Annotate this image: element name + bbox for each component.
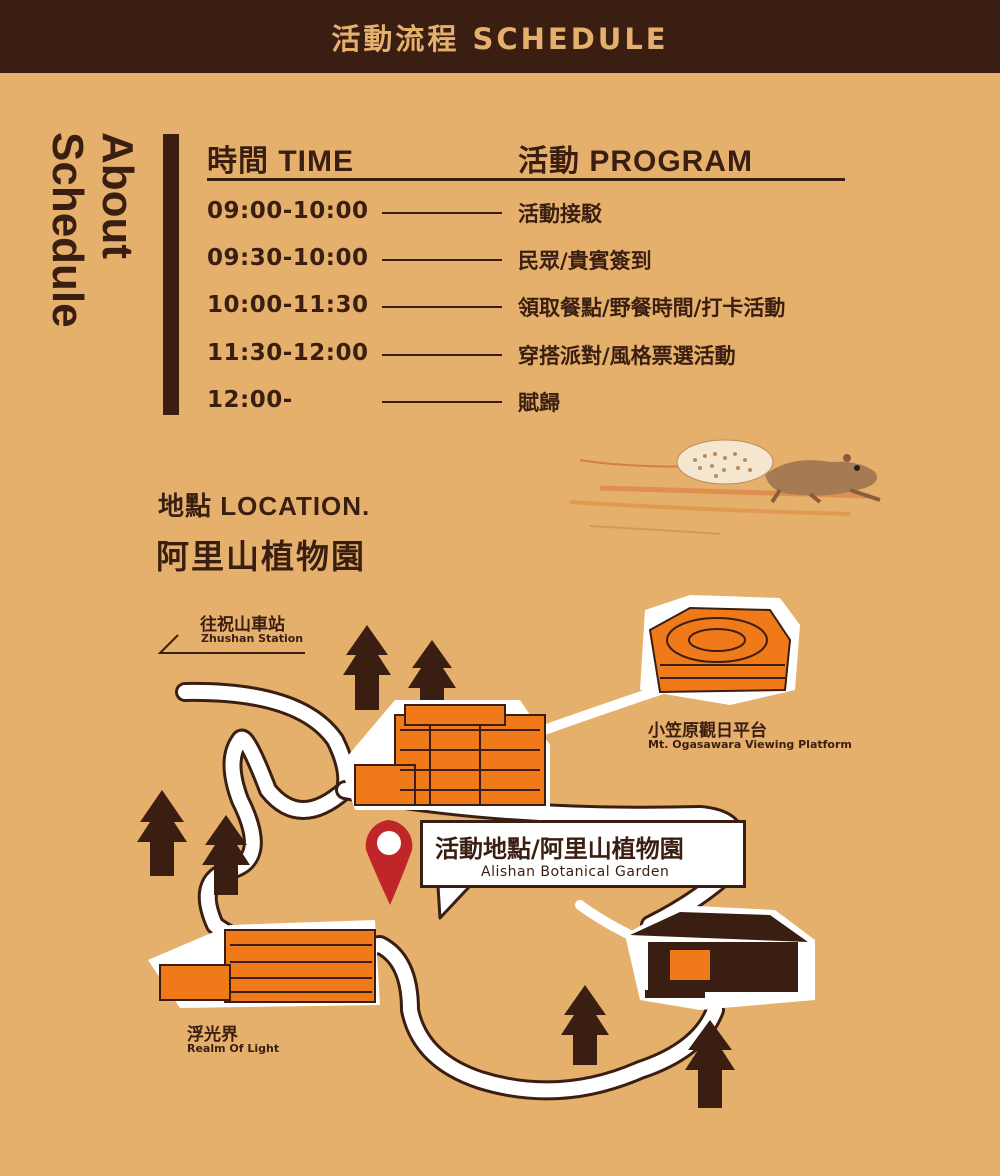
platform-label-en: Mt. Ogasawara Viewing Platform xyxy=(648,738,852,751)
schedule-row: 09:00-10:00 活動接駁 xyxy=(207,198,847,228)
row-program: 領取餐點/野餐時間/打卡活動 xyxy=(518,296,786,320)
venue-map xyxy=(137,595,815,1108)
venue-callout: 活動地點/阿里山植物園 Alishan Botanical Garden xyxy=(420,820,746,888)
venue-name-zh: 活動地點/阿里山植物園 xyxy=(435,835,684,863)
row-time: 11:30-12:00 xyxy=(207,340,369,366)
row-connector xyxy=(382,354,502,356)
schedule-divider-bar xyxy=(163,134,179,415)
row-time: 09:30-10:00 xyxy=(207,245,369,271)
station-label-zh: 往祝山車站 xyxy=(200,615,285,635)
row-connector xyxy=(382,306,502,308)
schedule-row: 10:00-11:30 領取餐點/野餐時間/打卡活動 xyxy=(207,292,847,322)
row-program: 活動接駁 xyxy=(518,202,602,226)
schedule-row: 09:30-10:00 民眾/貴賓簽到 xyxy=(207,245,847,275)
row-program: 賦歸 xyxy=(518,391,560,415)
row-connector xyxy=(382,212,502,214)
row-time: 10:00-11:30 xyxy=(207,292,369,318)
header-title: 活動流程 SCHEDULE xyxy=(331,21,669,56)
about-schedule-title: About Schedule xyxy=(40,132,142,332)
schedule-row: 11:30-12:00 穿搭派對/風格票選活動 xyxy=(207,340,847,370)
location-label: 地點 LOCATION. xyxy=(158,491,371,521)
row-program: 民眾/貴賓簽到 xyxy=(518,249,652,273)
location-name: 阿里山植物園 xyxy=(156,537,366,576)
about-line-2: Schedule xyxy=(43,132,92,328)
row-time: 09:00-10:00 xyxy=(207,198,369,224)
venue-name-en: Alishan Botanical Garden xyxy=(481,864,670,880)
realm-label-en: Realm Of Light xyxy=(187,1042,280,1055)
location-pin-icon xyxy=(365,820,413,905)
schedule-row: 12:00- 賦歸 xyxy=(207,387,847,417)
about-line-1: About xyxy=(93,132,142,260)
row-connector xyxy=(382,259,502,261)
row-time: 12:00- xyxy=(207,387,293,413)
row-connector xyxy=(382,401,502,403)
row-program: 穿搭派對/風格票選活動 xyxy=(518,344,736,368)
squirrel-illustration xyxy=(569,439,881,535)
header-rule xyxy=(207,178,845,181)
program-column-header: 活動 PROGRAM xyxy=(518,145,753,178)
realm-label-zh: 浮光界 xyxy=(187,1025,238,1045)
platform-label-zh: 小笠原觀日平台 xyxy=(648,721,767,741)
header-bar: 活動流程 SCHEDULE xyxy=(0,0,1000,73)
time-column-header: 時間 TIME xyxy=(207,145,354,178)
station-label-en: Zhushan Station xyxy=(201,632,304,645)
